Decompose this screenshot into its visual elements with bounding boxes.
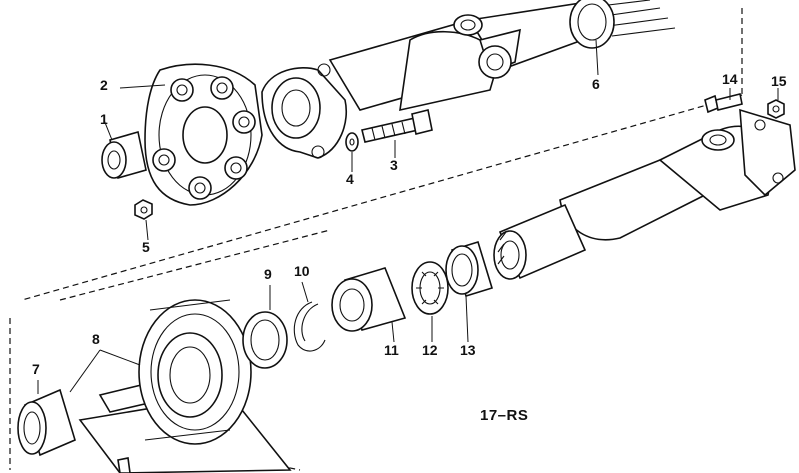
part-4-washer bbox=[345, 132, 359, 172]
callout-11: 11 bbox=[384, 342, 399, 358]
part-2-flexible-disc bbox=[119, 63, 263, 206]
part-9-bearing-ring bbox=[242, 285, 288, 369]
callout-15: 15 bbox=[771, 73, 787, 89]
callout-14: 14 bbox=[722, 71, 738, 87]
part-1-centering-sleeve bbox=[101, 119, 147, 180]
callout-6: 6 bbox=[592, 76, 600, 92]
callout-8: 8 bbox=[92, 331, 100, 347]
part-5-nut bbox=[134, 199, 153, 241]
part-10-circlip bbox=[293, 281, 326, 352]
part-6-seal-ring bbox=[569, 0, 615, 76]
part-7-bearing-sleeve bbox=[17, 380, 76, 457]
lower-driveshaft bbox=[493, 108, 796, 280]
callout-9: 9 bbox=[264, 266, 272, 282]
part-15-nut bbox=[767, 88, 785, 119]
callout-1: 1 bbox=[100, 111, 108, 127]
callout-13: 13 bbox=[460, 342, 476, 358]
callout-10: 10 bbox=[294, 263, 310, 279]
part-3-bolt bbox=[361, 109, 433, 158]
upper-driveshaft bbox=[261, 0, 676, 159]
part-11-sleeve bbox=[331, 267, 407, 343]
callout-5: 5 bbox=[142, 239, 150, 255]
drawing-code: 17–RS bbox=[480, 407, 529, 424]
part-14-bolt bbox=[704, 88, 743, 114]
callout-4: 4 bbox=[346, 171, 354, 187]
callout-3: 3 bbox=[390, 157, 398, 173]
callout-12: 12 bbox=[422, 342, 438, 358]
part-12-lock-plate bbox=[411, 261, 449, 342]
callout-7: 7 bbox=[32, 361, 40, 377]
part-8-center-support-bearing bbox=[69, 299, 292, 473]
callout-2: 2 bbox=[100, 77, 108, 93]
part-13-ring bbox=[445, 240, 493, 343]
